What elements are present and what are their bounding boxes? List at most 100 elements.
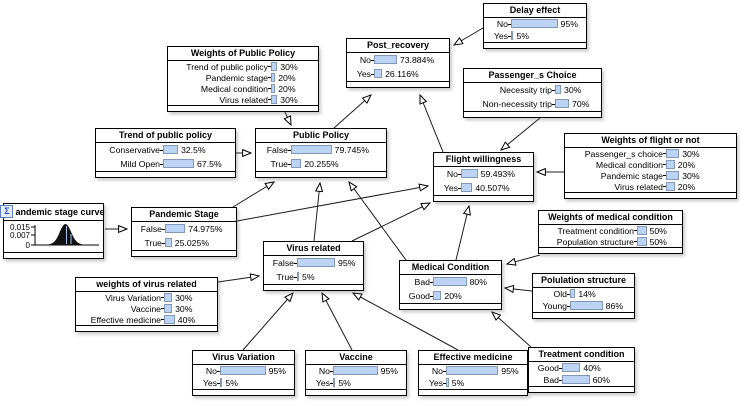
state-label: False	[272, 258, 294, 268]
state-label: Bad	[414, 277, 430, 287]
probability-bar	[271, 72, 276, 82]
state-label: Yes	[493, 31, 508, 41]
probability-value: 30%	[682, 148, 700, 159]
tick-mark	[508, 23, 511, 25]
node-title-text: Post_recovery	[366, 40, 430, 50]
edge-public-policy-to-post-recovery	[333, 95, 371, 129]
state-label: True	[144, 238, 162, 248]
probability-bar	[570, 301, 603, 310]
edge-delay-effect-to-post-recovery	[454, 27, 484, 45]
node-title: Flight willingness	[434, 153, 533, 167]
node-footer-strip	[264, 284, 363, 290]
tick-mark	[663, 153, 666, 154]
probability-bar-track: 5%	[511, 31, 560, 41]
tick-mark	[371, 73, 374, 75]
tick-mark	[663, 164, 666, 165]
probability-bar-track: 20%	[666, 181, 710, 192]
probability-bar	[446, 378, 449, 387]
tick-mark	[552, 89, 555, 91]
axis-label: 0.007	[10, 231, 31, 240]
node-footer-strip	[434, 195, 533, 201]
node-title-text: Weights of Public Policy	[190, 48, 296, 58]
probability-bar	[461, 183, 473, 192]
tick-mark	[552, 103, 555, 105]
node-footer-strip	[306, 389, 406, 395]
node-footer-strip	[168, 105, 318, 111]
sigma-icon[interactable]: Σ	[0, 205, 14, 218]
probability-bar-track: 30%	[271, 61, 298, 72]
probability-value: 50%	[649, 225, 667, 236]
probability-value: 40.507%	[475, 183, 510, 193]
tick-mark	[634, 241, 637, 242]
node-title-text: Trend of public policy	[118, 130, 212, 140]
probability-bar	[637, 225, 647, 235]
tick-mark	[663, 186, 666, 187]
node-title-text: Pandemic Stage	[149, 209, 219, 219]
state-label: Medical condition	[595, 159, 663, 170]
probability-bar-track: 30%	[164, 292, 192, 303]
probability-value: 5%	[338, 378, 351, 388]
tick-mark	[430, 295, 433, 297]
